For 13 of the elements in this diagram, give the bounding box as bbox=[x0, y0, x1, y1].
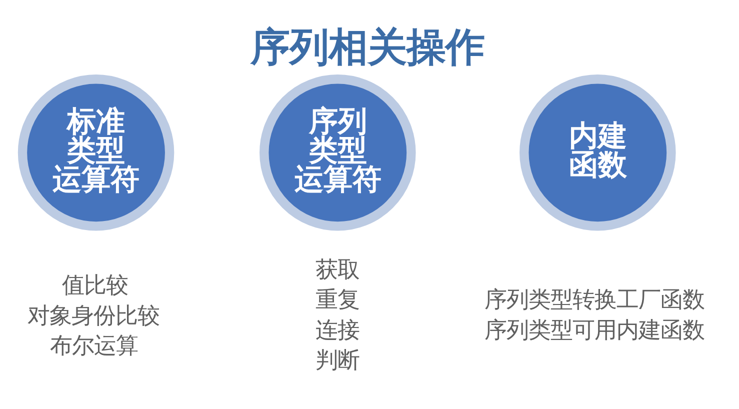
node-label: 重复 bbox=[315, 287, 360, 314]
node-label: 序列类型可用内建函数 bbox=[484, 317, 705, 344]
node-label: 值比较 bbox=[62, 272, 128, 299]
node-label: 对象身份比较 bbox=[28, 302, 160, 329]
node-label: 获取 bbox=[315, 256, 360, 283]
node-label: 布尔运算 bbox=[50, 333, 138, 360]
node-circle: 序列类型运算符 bbox=[260, 74, 416, 231]
node-circle: 内建函数 bbox=[520, 74, 676, 231]
node-circle: 标准类型运算符 bbox=[18, 74, 174, 231]
node-label: 序列类型转换工厂函数 bbox=[484, 287, 705, 314]
node-label: 连接 bbox=[315, 317, 360, 344]
node-label: 判断 bbox=[315, 347, 360, 374]
diagram-title: 序列相关操作 bbox=[250, 24, 485, 71]
